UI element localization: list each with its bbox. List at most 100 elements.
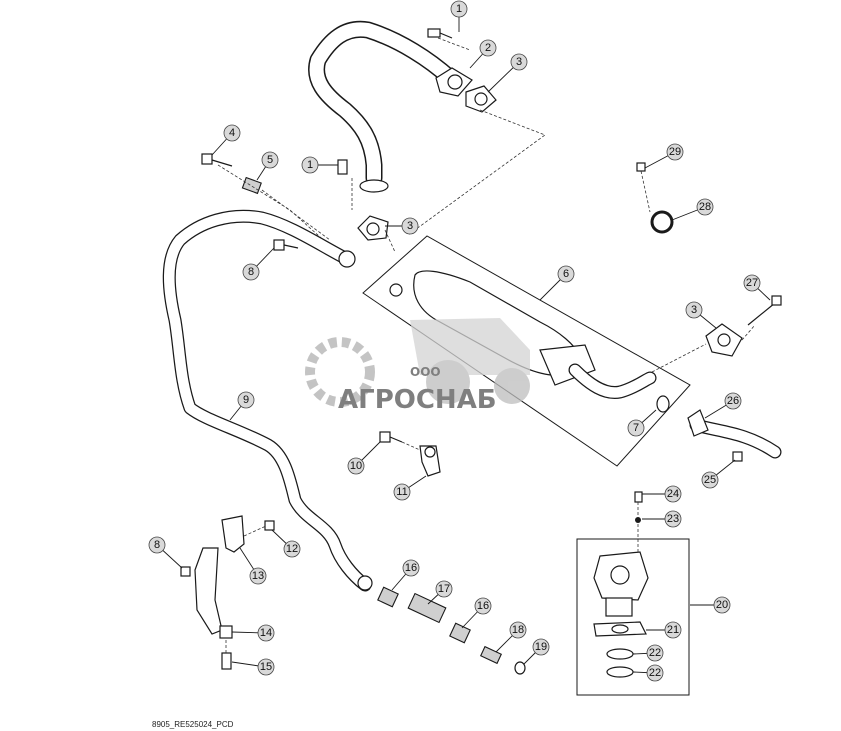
callout-9: 9 (237, 391, 255, 409)
callout-16-left: 16 (402, 559, 420, 577)
watermark-prefix: ООО (410, 365, 441, 379)
callout-label: 23 (667, 513, 679, 525)
callout-label: 22 (649, 667, 661, 679)
callout-1-mid: 1 (301, 156, 319, 174)
callout-label: 15 (260, 661, 272, 673)
bolt-29 (636, 162, 651, 213)
callout-26: 26 (724, 392, 742, 410)
callout-25: 25 (701, 471, 719, 489)
callout-3: 3 (510, 53, 528, 71)
callout-19: 19 (532, 638, 550, 656)
bolt-8-bottom (180, 566, 191, 577)
gasket-3-top (465, 85, 497, 113)
callout-8-top: 8 (242, 263, 260, 281)
callout-label: 11 (396, 486, 407, 498)
oring-7 (656, 395, 670, 413)
callout-7: 7 (627, 419, 645, 437)
callout-label: 16 (405, 562, 417, 574)
callout-4: 4 (223, 124, 241, 142)
gasket-3-mid (357, 215, 389, 241)
clip-11 (419, 445, 441, 477)
bolt-27 (747, 295, 782, 326)
callouts: 1 2 3 4 5 1 3 6 8 29 28 27 3 9 26 7 25 1… (148, 0, 761, 682)
callout-6: 6 (557, 265, 575, 283)
callout-label: 21 (667, 624, 679, 636)
callout-8-bottom: 8 (148, 536, 166, 554)
callout-18: 18 (509, 621, 527, 639)
bolt-15 (221, 652, 232, 670)
callout-23: 23 (664, 510, 682, 528)
callout-label: 8 (248, 266, 254, 278)
egr-valve-20 (593, 551, 649, 617)
callout-27: 27 (743, 274, 761, 292)
callout-label: 3 (691, 304, 697, 316)
gasket-21 (593, 621, 647, 637)
seal-22-upper (606, 648, 634, 660)
pipe-26 (687, 409, 782, 459)
upper-pipe (308, 20, 473, 193)
callout-5: 5 (261, 151, 279, 169)
callout-label: 17 (438, 583, 450, 595)
callout-13: 13 (249, 567, 267, 585)
callout-label: 3 (407, 220, 413, 232)
callout-label: 8 (154, 539, 160, 551)
egr-valve-box (576, 538, 690, 696)
callout-2: 2 (479, 39, 497, 57)
callout-10: 10 (347, 457, 365, 475)
callout-label: 3 (516, 56, 522, 68)
callout-label: 1 (456, 3, 462, 15)
callout-label: 1 (307, 159, 313, 171)
callout-22-lower: 22 (646, 664, 664, 682)
watermark-company: АГРОСНАБ (338, 385, 497, 415)
oring-19 (514, 661, 526, 675)
callout-label: 6 (563, 268, 569, 280)
callout-label: 26 (727, 395, 739, 407)
callout-label: 4 (229, 127, 235, 139)
drawing-code: 8905_RE525024_PCD (152, 720, 234, 729)
callout-29: 29 (666, 143, 684, 161)
callout-3-right: 3 (685, 301, 703, 319)
clamp-14 (219, 625, 233, 639)
callout-label: 24 (667, 488, 679, 500)
bolt-1-top (427, 28, 453, 39)
long-tube-9 (162, 209, 373, 592)
sleeve-17 (407, 592, 447, 624)
bolt-24 (634, 491, 643, 503)
callout-label: 18 (512, 624, 524, 636)
callout-label: 25 (704, 474, 716, 486)
callout-label: 29 (669, 146, 681, 158)
callout-12: 12 (283, 540, 301, 558)
callout-20: 20 (713, 596, 731, 614)
bracket-13 (194, 515, 245, 635)
washer-23 (635, 517, 641, 523)
callout-label: 19 (535, 641, 547, 653)
bolt-1-mid (337, 159, 348, 175)
callout-24: 24 (664, 485, 682, 503)
spacer-5 (241, 176, 262, 195)
callout-17: 17 (435, 580, 453, 598)
callout-label: 5 (267, 154, 273, 166)
seal-22-lower (606, 666, 634, 678)
callout-label: 2 (485, 42, 491, 54)
callout-21: 21 (664, 621, 682, 639)
callout-label: 7 (633, 422, 639, 434)
bolt-8-top (273, 239, 299, 251)
callout-label: 13 (252, 570, 264, 582)
callout-28: 28 (696, 198, 714, 216)
fitting-18 (479, 645, 503, 665)
gasket-3-right (705, 323, 743, 357)
callout-11: 11 (393, 483, 411, 501)
nut-12 (264, 520, 275, 531)
watermark-logo: ООО АГРОСНАБ (305, 318, 530, 415)
callout-label: 14 (260, 627, 272, 639)
callout-16-right: 16 (474, 597, 492, 615)
clamp-28 (650, 210, 674, 234)
nut-16-right (449, 622, 471, 644)
callout-label: 28 (699, 201, 711, 213)
bolt-4 (201, 153, 233, 167)
callout-label: 9 (243, 394, 249, 406)
callout-label: 20 (716, 599, 728, 611)
callout-3-mid: 3 (401, 217, 419, 235)
callout-label: 10 (350, 460, 362, 472)
callout-label: 16 (477, 600, 489, 612)
